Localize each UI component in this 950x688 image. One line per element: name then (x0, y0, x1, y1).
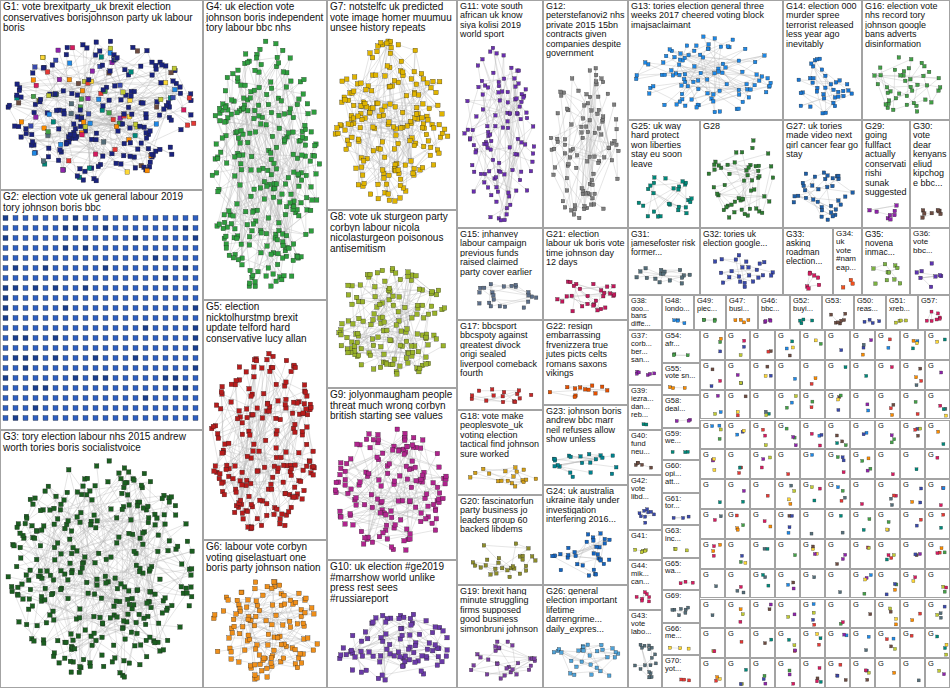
network-canvas: G1: vote brexitparty_uk brexit election … (0, 0, 950, 688)
